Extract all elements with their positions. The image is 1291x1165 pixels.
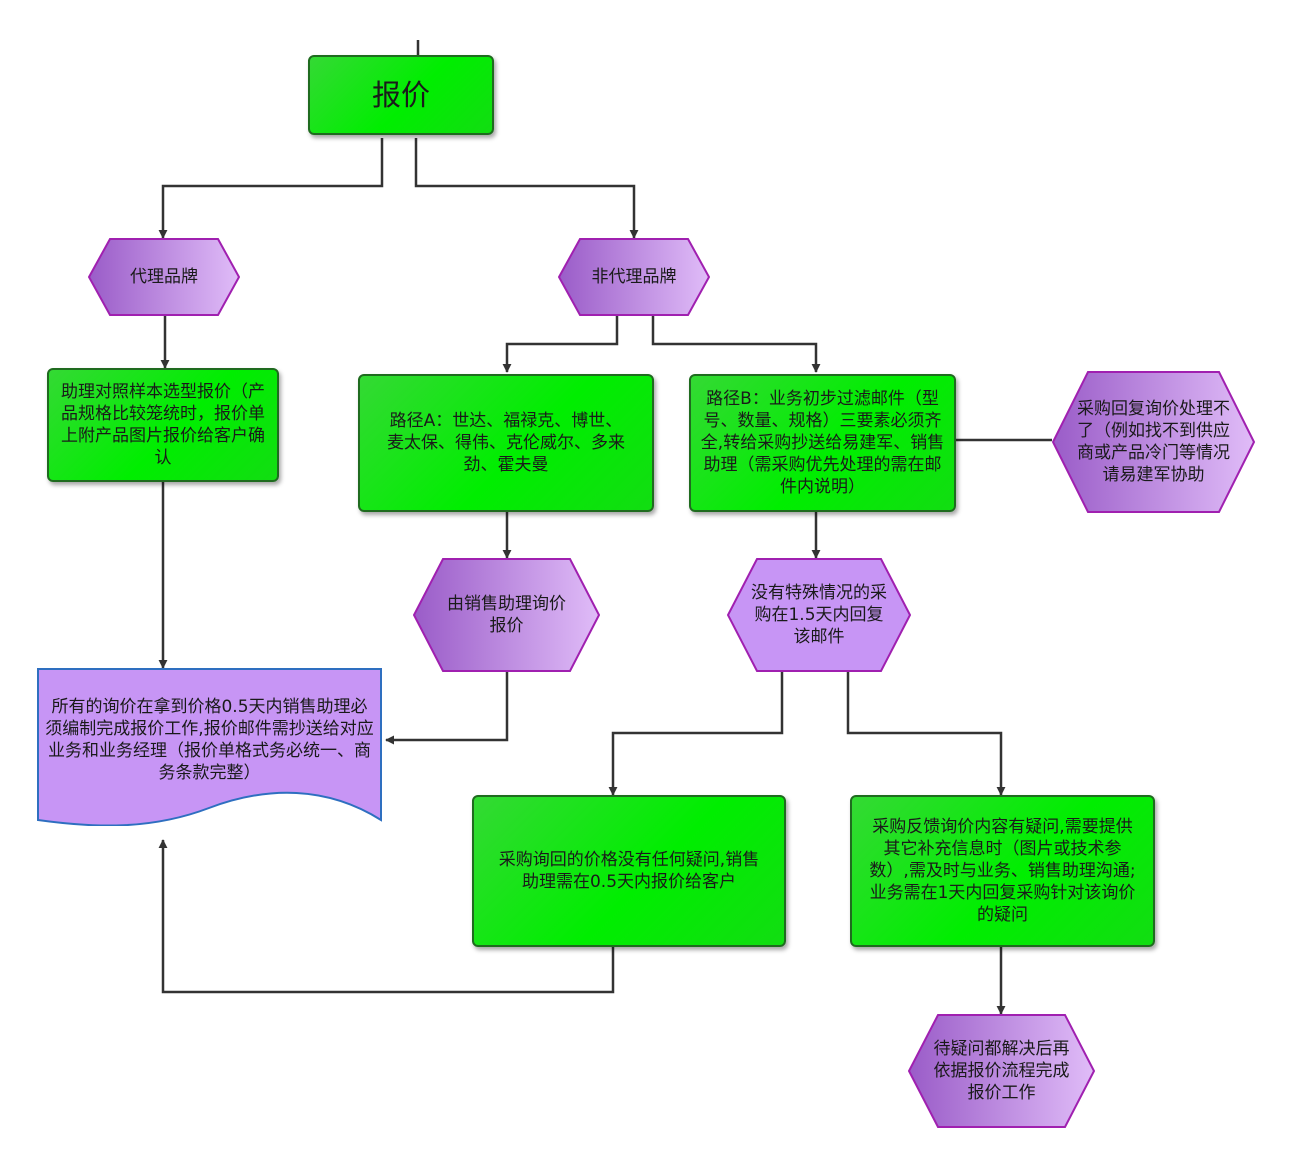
doubt-box: 采购反馈询价内容有疑问,需要提供其它补充信息时（图片或技术参数）,需及时与业务、…: [850, 795, 1155, 947]
document-shape: [37, 668, 382, 826]
arrow-start-to-nonagent: [414, 138, 639, 239]
start-node: 报价: [308, 55, 494, 135]
hexagon-shape: [908, 1014, 1095, 1128]
non-agent-brand-label: 非代理品牌: [591, 267, 677, 287]
no-doubt-box: 采购询回的价格没有任何疑问,销售助理需在0.5天内报价给客户: [472, 795, 786, 947]
agent-step-box: 助理对照样本选型报价（产品规格比较笼统时，报价单上附产品图片报价给客户确认: [47, 368, 279, 482]
no-doubt-text: 采购询回的价格没有任何疑问,销售助理需在0.5天内报价给客户: [498, 850, 760, 892]
agent-brand-hex: 代理品牌: [88, 238, 240, 316]
hexagon-shape: [558, 238, 710, 316]
path-a-box: 路径A：世达、福禄克、博世、麦太保、得伟、克伦威尔、多来劲、霍夫曼: [358, 374, 654, 512]
path-b-normal-text: 没有特殊情况的采购在1.5天内回复该邮件: [751, 583, 887, 647]
arrow-normal-to-nodoubt: [608, 672, 784, 796]
arrow-normal-to-doubt: [846, 672, 1006, 796]
final-hex: 待疑问都解决后再依据报价流程完成报价工作: [908, 1014, 1095, 1128]
agent-step-text: 助理对照样本选型报价（产品规格比较笼统时，报价单上附产品图片报价给客户确认: [61, 382, 265, 468]
hexagon-shape: [727, 558, 911, 672]
hexagon-shape: [1052, 371, 1255, 513]
final-text: 待疑问都解决后再依据报价流程完成报价工作: [933, 1039, 1070, 1103]
arrow-nodoubt-to-summary: [158, 839, 615, 994]
hexagon-shape: [413, 558, 600, 672]
path-b-box: 路径B：业务初步过滤邮件（型号、数量、规格）三要素必须齐全,转给采购抄送给易建军…: [689, 374, 956, 512]
path-b-normal-hex: 没有特殊情况的采购在1.5天内回复该邮件: [727, 558, 911, 672]
path-a-text: 路径A：世达、福禄克、博世、麦太保、得伟、克伦威尔、多来劲、霍夫曼: [387, 411, 625, 475]
arrow-next-to-summary: [385, 672, 509, 745]
path-b-exception-text: 采购回复询价处理不了（例如找不到供应商或产品冷门等情况请易建军协助: [1077, 399, 1230, 485]
summary-text: 所有的询价在拿到价格0.5天内销售助理必须编制完成报价工作,报价邮件需抄送给对应…: [45, 697, 374, 783]
path-b-text: 路径B：业务初步过滤邮件（型号、数量、规格）三要素必须齐全,转给采购抄送给易建军…: [700, 389, 945, 497]
arrow-nonagent-to-patha: [502, 316, 619, 373]
arrow-nonagent-to-pathb: [651, 316, 821, 373]
summary-document: 所有的询价在拿到价格0.5天内销售助理必须编制完成报价工作,报价邮件需抄送给对应…: [37, 668, 382, 826]
agent-brand-label: 代理品牌: [130, 267, 198, 287]
path-b-exception-hex: 采购回复询价处理不了（例如找不到供应商或产品冷门等情况请易建军协助: [1052, 371, 1255, 513]
non-agent-brand-hex: 非代理品牌: [558, 238, 710, 316]
hexagon-shape: [88, 238, 240, 316]
start-label: 报价: [371, 78, 430, 112]
path-a-next-hex: 由销售助理询价报价: [413, 558, 600, 672]
path-a-next-text: 由销售助理询价报价: [447, 594, 566, 636]
arrow-start-to-agent: [158, 138, 384, 239]
doubt-text: 采购反馈询价内容有疑问,需要提供其它补充信息时（图片或技术参数）,需及时与业务、…: [869, 817, 1136, 925]
